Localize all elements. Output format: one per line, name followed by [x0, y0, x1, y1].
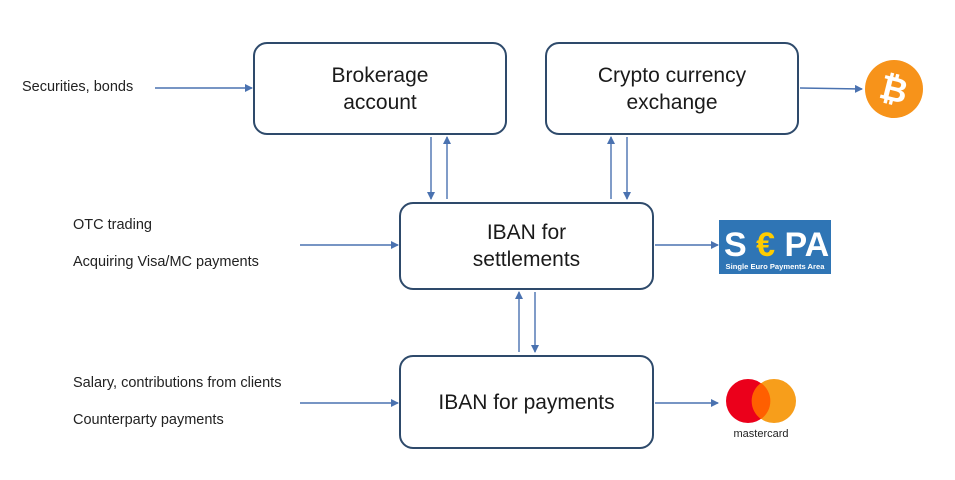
brokerage-line2: account: [343, 90, 417, 114]
crypto-exchange-box: Crypto currency exchange: [545, 42, 799, 135]
input-securities-label: Securities, bonds: [22, 79, 134, 95]
sepa-tagline: Single Euro Payments Area: [726, 262, 826, 271]
mastercard-logo-icon: mastercard: [726, 379, 796, 440]
brokerage-account-box: Brokerage account: [253, 42, 507, 135]
input-otc-label: OTC trading: [73, 217, 152, 233]
input-salary-label: Salary, contributions from clients: [73, 375, 282, 391]
settlement-line1: IBAN for: [486, 221, 567, 244]
input-acquiring-label: Acquiring Visa/MC payments: [73, 254, 259, 270]
payments-line1: IBAN for payments: [438, 390, 615, 414]
brokerage-line1: Brokerage: [331, 63, 429, 87]
crypto-line2: exchange: [626, 90, 718, 114]
sepa-s: S: [724, 226, 747, 264]
sepa-euro: €: [756, 226, 775, 264]
settlement-line2: settlements: [472, 248, 581, 271]
sepa-pa: PA: [785, 226, 830, 264]
bitcoin-logo-icon: ₿: [865, 60, 923, 118]
arrow-crypto-to-bitcoin: [799, 84, 863, 93]
crypto-line1: Crypto currency: [597, 63, 747, 87]
iban-settlements-box: IBAN for settlements: [399, 202, 654, 290]
svg-text:S € PA: S € PA: [724, 226, 829, 264]
sepa-logo-icon: S € PA Single Euro Payments Area: [719, 220, 831, 274]
mastercard-wordmark: mastercard: [733, 428, 788, 440]
iban-payments-box: IBAN for payments: [399, 355, 654, 449]
input-counterparty-label: Counterparty payments: [73, 412, 224, 428]
